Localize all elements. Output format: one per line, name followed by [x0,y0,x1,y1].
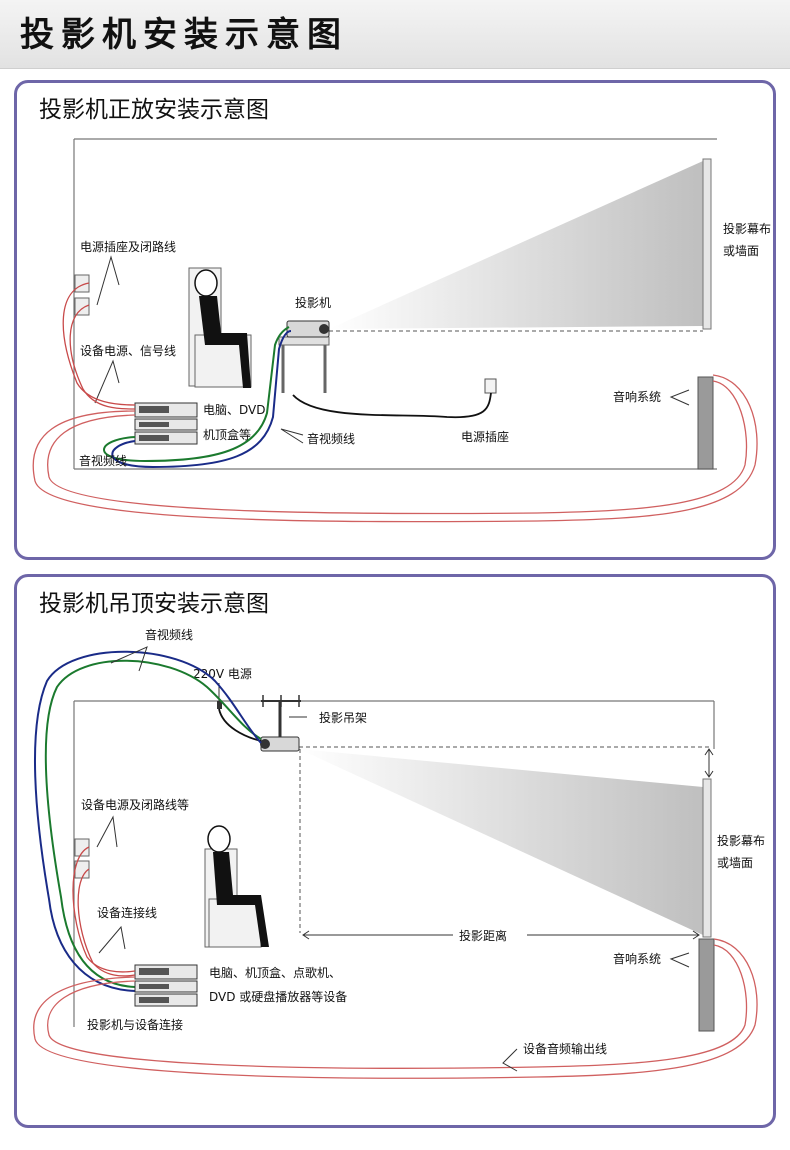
projection-beam [329,161,703,329]
ceiling-mount-label: 投影吊架 [319,710,367,725]
power-socket-closed-circuit-label: 电源插座及闭路线 [80,239,176,254]
ceiling-installation-title: 投影机吊顶安装示意图 [39,591,269,617]
projection-screen-2 [702,778,712,938]
power-220v-label: 220V 电源 [193,667,252,681]
room-outline-2 [73,700,715,1027]
speaker-system-2 [698,938,715,1032]
set-top-box-label: 机顶盒等 [203,427,251,442]
av-cable-right-label: 音视频线 [307,431,355,446]
device-connection-cable-label: 设备连接线 [97,905,157,920]
signal-cable-red-top2 [69,304,136,410]
throw-distance-label: 投影距离 [459,928,507,943]
power-cable-black [292,392,492,419]
equipment-power-signal-label: 设备电源、信号线 [80,344,176,358]
floor-installation-panel: 投影机正放安装示意图 投影幕布 或墙面 电源插座及闭路线 设备电源、信号线 [14,80,776,560]
power-outlet-label: 电源插座 [461,429,509,444]
av-cable-blue-2 [34,650,262,992]
seated-person-2 [204,825,269,948]
pc-dvd-label: 电脑、DVD [203,403,265,417]
devices-label-line1: 电脑、机顶盒、点歌机、 [209,965,341,980]
power-closed-circuit-label: 设备电源及闭路线等 [81,797,189,812]
screen-label-line2: 或墙面 [723,244,759,258]
av-cable-left-label: 音视频线 [79,453,127,468]
speaker-system-label-2: 音响系统 [613,951,661,966]
projector [286,320,330,338]
projection-beam-2 [299,749,703,935]
screen-label-line1-2: 投影幕布 [717,833,765,848]
projector-table [278,336,330,393]
seated-person [188,267,252,388]
ceiling-installation-panel: 投影机吊顶安装示意图 投影幕布 或墙面 投影距离 [14,574,776,1128]
projection-screen [702,158,712,330]
projector-device-connect-label: 投影机与设备连接 [87,1017,183,1032]
page-title: 投影机安装示意图 [20,15,348,55]
room-outline [73,138,717,470]
ceiling-mount [261,695,301,737]
av-cable-label-2: 音视频线 [145,627,193,642]
av-cable-blue [111,330,292,469]
devices-label-line2: DVD 或硬盘播放器等设备 [209,989,347,1004]
floor-installation-title: 投影机正放安装示意图 [39,97,269,123]
floor-installation-diagram: 投影幕布 或墙面 电源插座及闭路线 设备电源、信号线 投影机 音响系统 [32,138,771,523]
projector-label: 投影机 [295,295,331,310]
speaker-system-label: 音响系统 [613,389,661,404]
av-equipment-stack [134,402,198,445]
ceiling-installation-diagram: 投影幕布 或墙面 投影距离 投影吊架 220V 电源 音视频线 [33,627,765,1079]
audio-output-cable-outer [33,938,758,1079]
av-equipment-stack-2 [134,964,198,1007]
ceiling-projector [260,736,300,752]
signal-cable-red-top [62,282,136,406]
speaker-cable-red-outer [32,374,758,523]
audio-output-cable-inner [47,944,748,1069]
screen-label-line1: 投影幕布 [723,221,771,236]
floor-power-outlet [484,378,497,394]
speaker-cable-red-inner [47,380,748,515]
speaker-system [697,376,714,470]
av-cable-green [103,326,290,463]
av-cable-green-2 [44,659,262,988]
screen-label-line2-2: 或墙面 [717,856,753,870]
page-header: 投影机安装示意图 [0,0,790,69]
audio-output-cable-label: 设备音频输出线 [523,1041,607,1056]
